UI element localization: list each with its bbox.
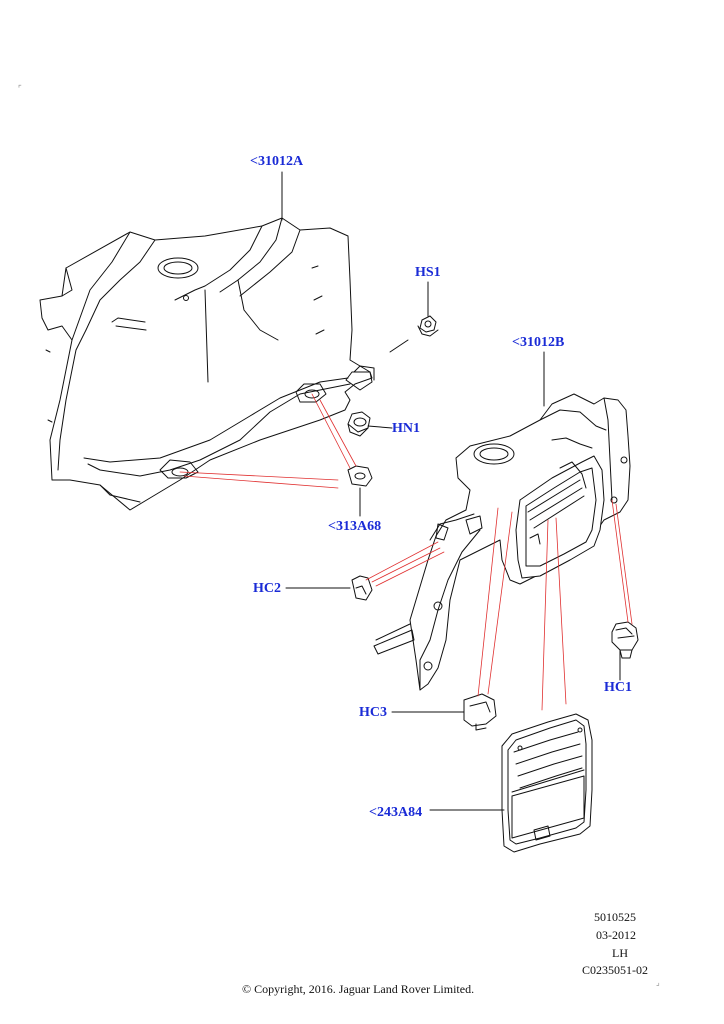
nut-hn1: [347, 411, 371, 437]
callout-243a84[interactable]: <243A84: [369, 805, 423, 820]
diagram-code: 5010525: [594, 910, 636, 924]
callout-hc2[interactable]: HC2: [253, 581, 281, 596]
diagram-reference: C0235051-02: [582, 963, 648, 977]
callout-31012a[interactable]: <31012A: [250, 154, 304, 169]
clip-hc2: [351, 575, 373, 601]
corner-mark-top-left: ⌜: [18, 84, 22, 93]
callout-hc1[interactable]: HC1: [604, 680, 632, 695]
clip-hc3: [463, 693, 497, 731]
leader-lines: [281, 171, 621, 811]
clip-hs1: [417, 315, 439, 337]
callout-hn1[interactable]: HN1: [392, 421, 420, 436]
trim-panel-left: [39, 217, 375, 511]
diagram-side: LH: [612, 946, 628, 960]
trim-panel-right: [373, 393, 631, 691]
callout-31012b[interactable]: <31012B: [512, 335, 565, 350]
callout-313a68[interactable]: <313A68: [328, 519, 382, 534]
bracket-313a68: [347, 465, 373, 487]
corner-mark-bottom-right: ⌟: [656, 978, 660, 987]
red-leader-lines: [179, 393, 633, 711]
clip-hc1: [611, 621, 639, 659]
diagram-date: 03-2012: [596, 928, 636, 942]
cover-243a84: [501, 713, 593, 853]
callout-hc3[interactable]: HC3: [359, 705, 387, 720]
copyright-notice: © Copyright, 2016. Jaguar Land Rover Lim…: [242, 982, 475, 996]
callout-hs1[interactable]: HS1: [415, 265, 441, 280]
